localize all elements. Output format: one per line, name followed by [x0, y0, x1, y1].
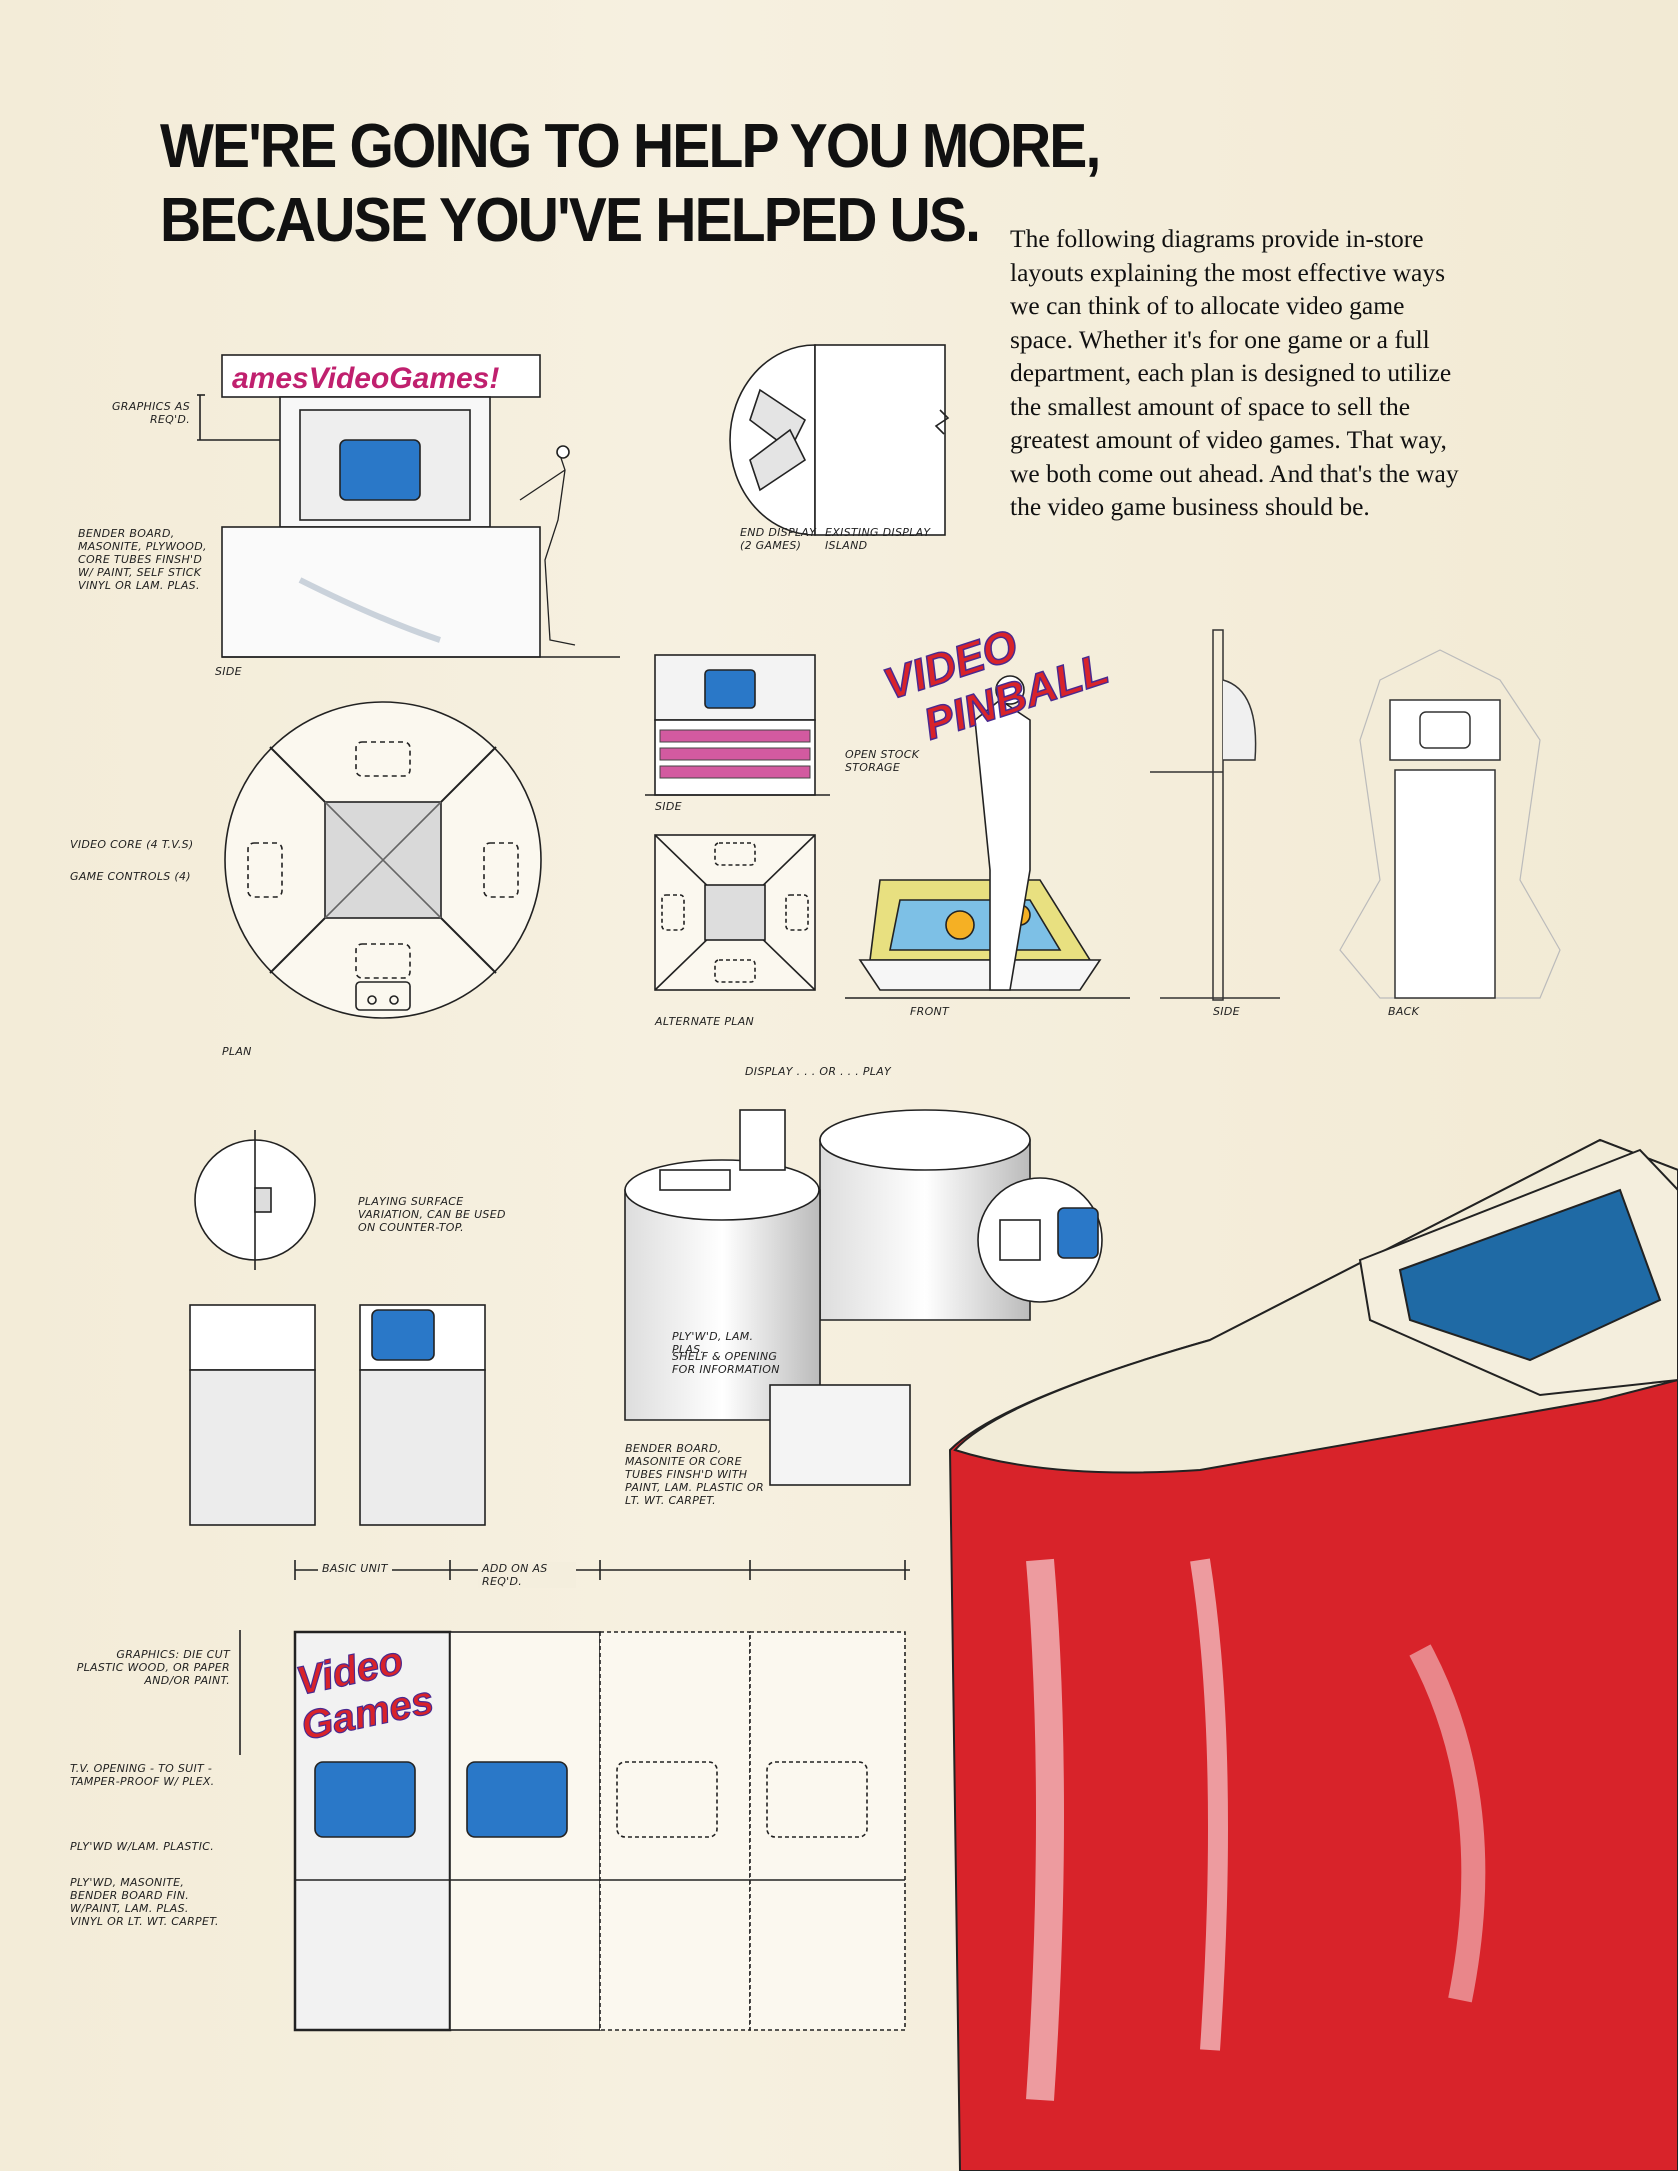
label-side-1: SIDE — [215, 665, 242, 678]
label-bender-board-1: BENDER BOARD, MASONITE, PLYWOOD, CORE TU… — [78, 527, 207, 592]
end-display-plan — [729, 344, 950, 536]
cylinder-display — [624, 1109, 1103, 1486]
kiosk-drawing — [197, 354, 620, 658]
label-basic-unit: BASIC UNIT — [318, 1562, 392, 1575]
label-graphics-as-reqd: GRAPHICS AS REQ'D. — [111, 400, 190, 426]
label-side-2: SIDE — [655, 800, 682, 813]
label-display-or-play: DISPLAY . . . OR . . . PLAY — [745, 1065, 892, 1078]
label-alternate-plan: ALTERNATE PLAN — [655, 1015, 755, 1028]
video-pinball-drawing — [845, 675, 1130, 999]
label-side-3: SIDE — [1213, 1005, 1240, 1018]
label-plywd-masonite: PLY'WD, MASONITE, BENDER BOARD FIN. W/PA… — [70, 1876, 219, 1928]
headline: WE'RE GOING TO HELP YOU MORE, BECAUSE YO… — [160, 110, 1101, 258]
label-end-display: END DISPLAY (2 GAMES) — [740, 526, 817, 552]
headline-line-1: WE'RE GOING TO HELP YOU MORE, — [160, 112, 1101, 181]
label-plywd-lam: PLY'W'D, LAM. PLAS. — [672, 1330, 754, 1356]
label-open-stock: OPEN STOCK STORAGE — [845, 748, 920, 774]
wall-units — [239, 1560, 910, 2032]
label-add-on: ADD ON AS REQ'D. — [478, 1562, 576, 1588]
label-video-core: VIDEO CORE (4 T.V.S) — [70, 838, 194, 851]
kiosk-screen — [339, 439, 421, 501]
counter-unit-side — [645, 654, 830, 991]
label-shelf-opening: SHELF & OPENING FOR INFORMATION — [672, 1350, 780, 1376]
round-kiosk-plan — [224, 701, 542, 1019]
label-back: BACK — [1388, 1005, 1420, 1018]
label-game-controls: GAME CONTROLS (4) — [70, 870, 191, 883]
label-playing-surface: PLAYING SURFACE VARIATION, CAN BE USED O… — [358, 1195, 506, 1234]
label-plywd-w-lam: PLY'WD W/LAM. PLASTIC. — [70, 1840, 215, 1853]
label-tv-opening: T.V. OPENING - TO SUIT - TAMPER-PROOF W/… — [70, 1762, 215, 1788]
label-bender-board-2: BENDER BOARD, MASONITE OR CORE TUBES FIN… — [625, 1442, 764, 1507]
label-graphics-die-cut: GRAPHICS: DIE CUT PLASTIC WOOD, OR PAPER… — [76, 1648, 230, 1687]
headline-line-2: BECAUSE YOU'VE HELPED US. — [160, 186, 981, 255]
label-plan: PLAN — [222, 1045, 252, 1058]
kiosk-sign-board — [221, 354, 541, 398]
intro-paragraph: The following diagrams provide in-store … — [1010, 224, 1459, 521]
label-front: FRONT — [910, 1005, 950, 1018]
pinball-side-back — [1150, 629, 1561, 1001]
label-existing-display: EXISTING DISPLAY ISLAND — [825, 526, 931, 552]
countertop-variation — [189, 1130, 486, 1526]
red-cabinet-illustration — [948, 1138, 1678, 2171]
kiosk-sign-text: amesVideoGames! — [232, 362, 499, 395]
